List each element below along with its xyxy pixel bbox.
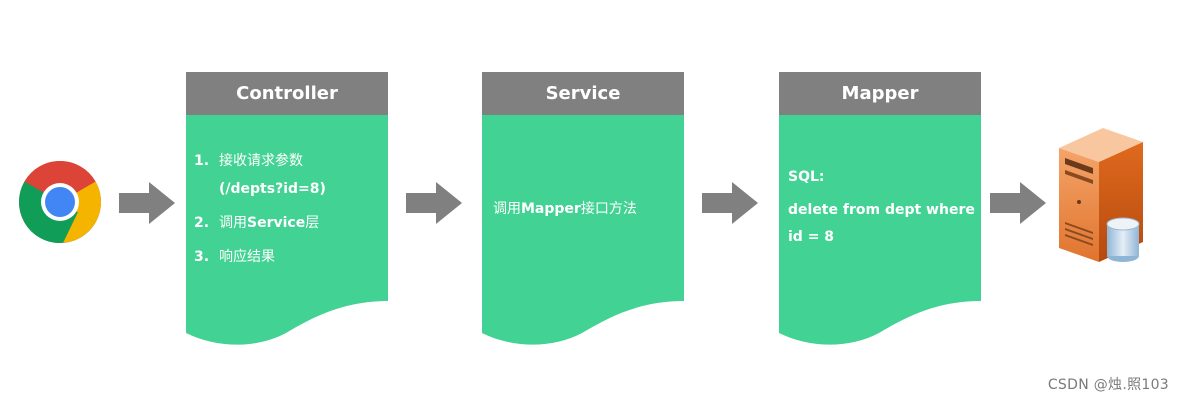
- service-title: Service: [482, 72, 684, 115]
- list-item: 2. 调用Service层: [194, 215, 320, 231]
- controller-steps: 1. 接收请求参数 (/depts?id=8) 2. 调用Service层 3.…: [194, 147, 384, 277]
- database-server-icon: [1059, 128, 1143, 262]
- sql-statement: delete from dept where id = 8: [788, 202, 975, 245]
- mapper-body: SQL: delete from dept where id = 8: [779, 115, 981, 348]
- controller-body: 1. 接收请求参数 (/depts?id=8) 2. 调用Service层 3.…: [186, 115, 388, 348]
- sql-label: SQL:: [788, 169, 825, 185]
- controller-box: Controller 1. 接收请求参数 (/depts?id=8) 2. 调用…: [186, 72, 388, 348]
- right-arrow-icon: [990, 182, 1046, 224]
- right-arrow-icon: [702, 182, 758, 224]
- service-box: Service 调用Mapper接口方法: [482, 72, 684, 348]
- watermark: CSDN @烛.照103: [1047, 377, 1169, 393]
- step-endpoint: (/depts?id=8): [219, 181, 326, 197]
- mapper-box: Mapper SQL: delete from dept where id = …: [779, 72, 981, 348]
- list-item: 1. 接收请求参数 (/depts?id=8): [194, 153, 326, 197]
- list-item: 3. 响应结果: [194, 249, 275, 265]
- service-body: 调用Mapper接口方法: [482, 115, 684, 348]
- step-text: 响应结果: [219, 249, 275, 265]
- step-text: 接收请求参数: [219, 153, 303, 169]
- right-arrow-icon: [406, 182, 462, 224]
- mapper-title: Mapper: [779, 72, 981, 115]
- service-description: 调用Mapper接口方法: [493, 201, 637, 217]
- controller-title: Controller: [186, 72, 388, 115]
- right-arrow-icon: [119, 182, 175, 224]
- chrome-browser-icon: [19, 161, 101, 243]
